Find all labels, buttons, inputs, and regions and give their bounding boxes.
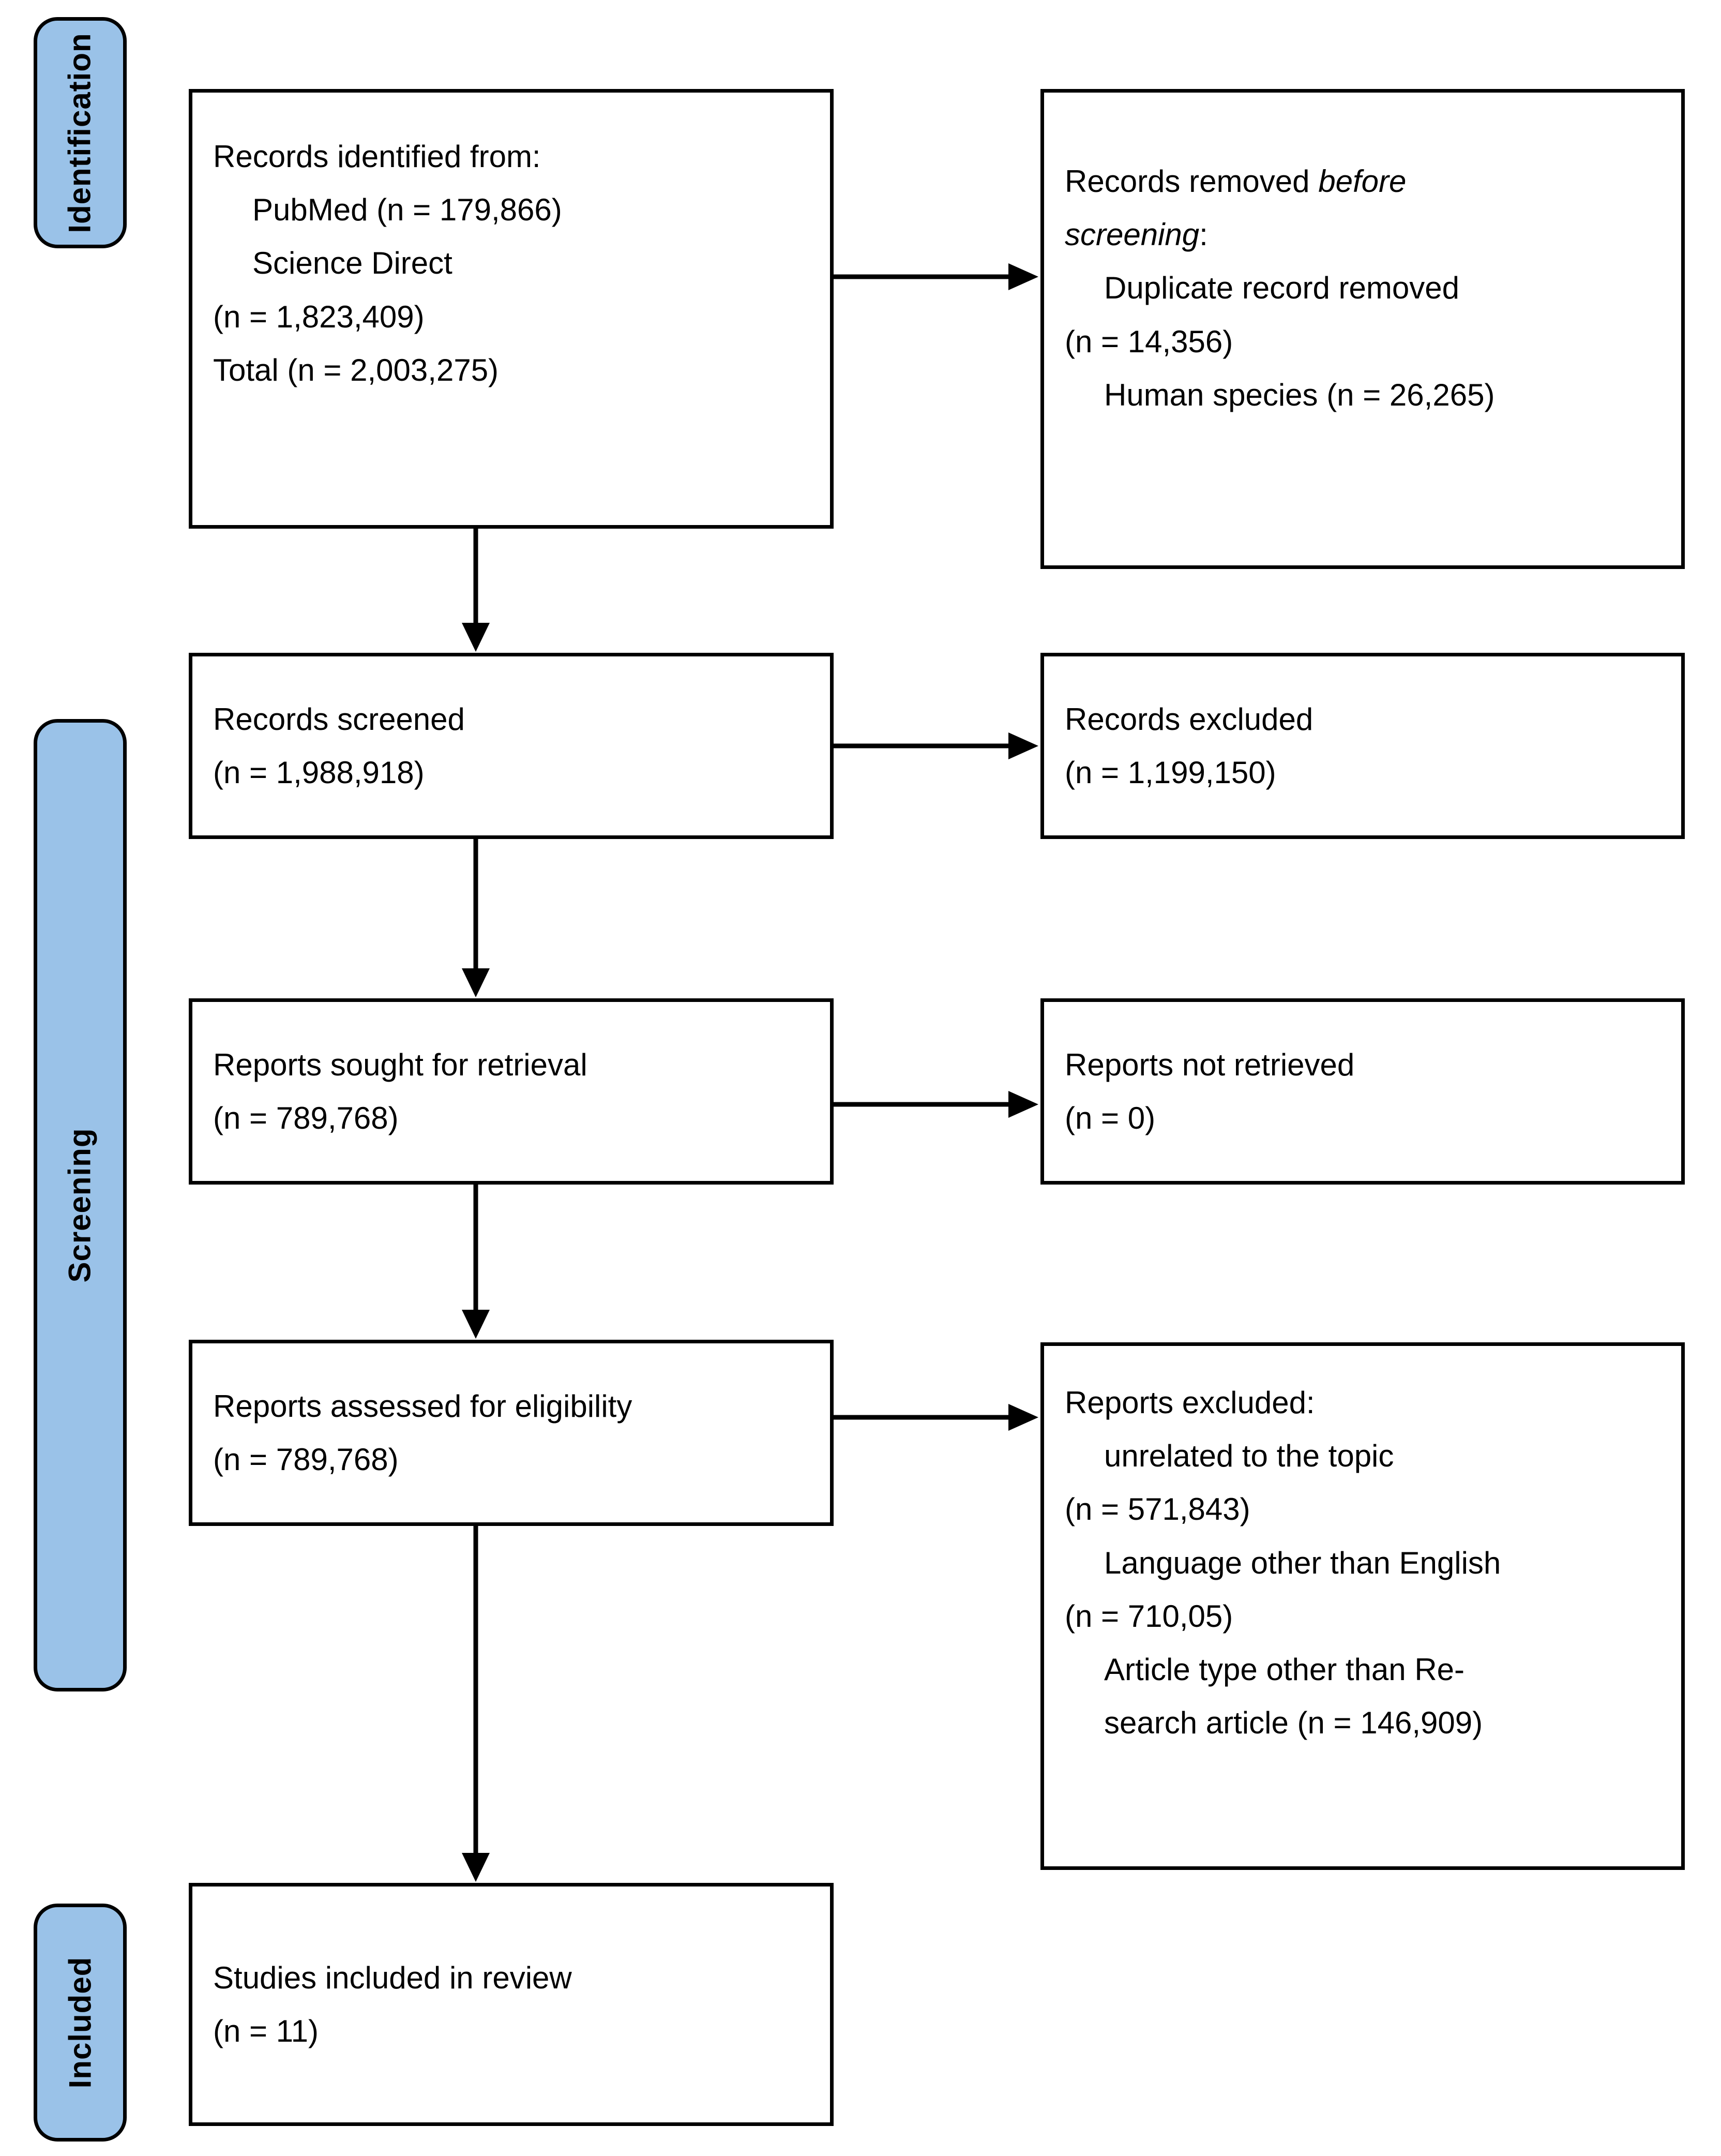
reports-excluded-line-0: unrelated to the topic	[1104, 1439, 1394, 1474]
box-studies-included: Studies included in review (n = 11)	[189, 1883, 834, 2126]
records-identified-line-4: Total (n = 2,003,275)	[213, 352, 499, 387]
records-identified-line-2: Science Direct	[252, 246, 452, 281]
phase-label-identification: Identification	[63, 32, 97, 233]
records-identified-line-3: (n = 1,823,409)	[213, 299, 425, 334]
studies-included-line-0: Studies included in review	[213, 1960, 572, 1995]
arrow-identified-to-screened	[458, 529, 494, 653]
box-reports-assessed: Reports assessed for eligibility (n = 78…	[189, 1340, 834, 1526]
records-removed-lead-italic-before: before	[1318, 164, 1407, 199]
box-records-removed: Records removed before screening: Duplic…	[1040, 89, 1685, 569]
arrow-screened-to-sought	[458, 839, 494, 998]
studies-included-line-1: (n = 11)	[213, 2014, 319, 2048]
reports-assessed-line-1: (n = 789,768)	[213, 1442, 399, 1477]
records-excluded-line-1: (n = 1,199,150)	[1065, 755, 1276, 790]
reports-not-retrieved-line-0: Reports not retrieved	[1065, 1047, 1355, 1082]
phase-label-screening: Screening	[63, 1128, 98, 1283]
box-records-excluded: Records excluded (n = 1,199,150)	[1040, 653, 1685, 839]
box-records-screened: Records screened (n = 1,988,918)	[189, 653, 834, 839]
records-removed-lead-2: screening:	[1065, 208, 1660, 261]
phase-bar-screening: Screening	[34, 719, 127, 1691]
records-screened-line-0: Records screened	[213, 701, 465, 737]
reports-excluded-line-3: (n = 710,05)	[1065, 1598, 1233, 1634]
reports-excluded-line-4: Article type other than Re-	[1104, 1652, 1465, 1687]
box-reports-sought: Reports sought for retrieval (n = 789,76…	[189, 998, 834, 1185]
box-reports-excluded: Reports excluded: unrelated to the topic…	[1040, 1342, 1685, 1870]
records-removed-lead-colon: :	[1199, 217, 1208, 252]
reports-not-retrieved-line-1: (n = 0)	[1065, 1101, 1156, 1135]
reports-assessed-line-0: Reports assessed for eligibility	[213, 1388, 632, 1424]
arrow-sought-to-assessed	[458, 1185, 494, 1340]
reports-excluded-line-1: (n = 571,843)	[1065, 1492, 1250, 1527]
records-excluded-line-0: Records excluded	[1065, 701, 1314, 737]
box-records-identified: Records identified from: PubMed (n = 179…	[189, 89, 834, 529]
reports-excluded-line-2: Language other than English	[1104, 1545, 1501, 1580]
arrow-assessed-to-reports-excluded	[834, 1402, 1040, 1433]
box-reports-not-retrieved: Reports not retrieved (n = 0)	[1040, 998, 1685, 1185]
records-removed-line-0: Duplicate record removed	[1104, 271, 1459, 306]
reports-excluded-heading: Reports excluded:	[1065, 1385, 1315, 1420]
records-identified-line-0: Records identified from:	[213, 139, 541, 174]
arrow-identified-to-removed	[834, 261, 1040, 292]
records-removed-lead-italic-screening: screening	[1065, 217, 1200, 252]
records-removed-line-1: (n = 14,356)	[1065, 324, 1233, 359]
records-screened-line-1: (n = 1,988,918)	[213, 755, 425, 790]
reports-sought-line-1: (n = 789,768)	[213, 1101, 399, 1135]
arrow-sought-to-not-retrieved	[834, 1089, 1040, 1120]
arrow-screened-to-excluded	[834, 730, 1040, 761]
phase-bar-included: Included	[34, 1904, 127, 2142]
records-removed-line-2: Human species (n = 26,265)	[1104, 377, 1495, 412]
records-identified-line-1: PubMed (n = 179,866)	[252, 192, 562, 228]
phase-bar-identification: Identification	[34, 17, 127, 248]
reports-excluded-line-5: search article (n = 146,909)	[1104, 1705, 1483, 1741]
phase-label-included: Included	[63, 1956, 97, 2089]
arrow-assessed-to-included	[458, 1526, 494, 1883]
records-removed-lead-text: Records removed	[1065, 164, 1319, 199]
reports-sought-line-0: Reports sought for retrieval	[213, 1047, 587, 1082]
records-removed-lead-1: Records removed before	[1065, 155, 1660, 208]
